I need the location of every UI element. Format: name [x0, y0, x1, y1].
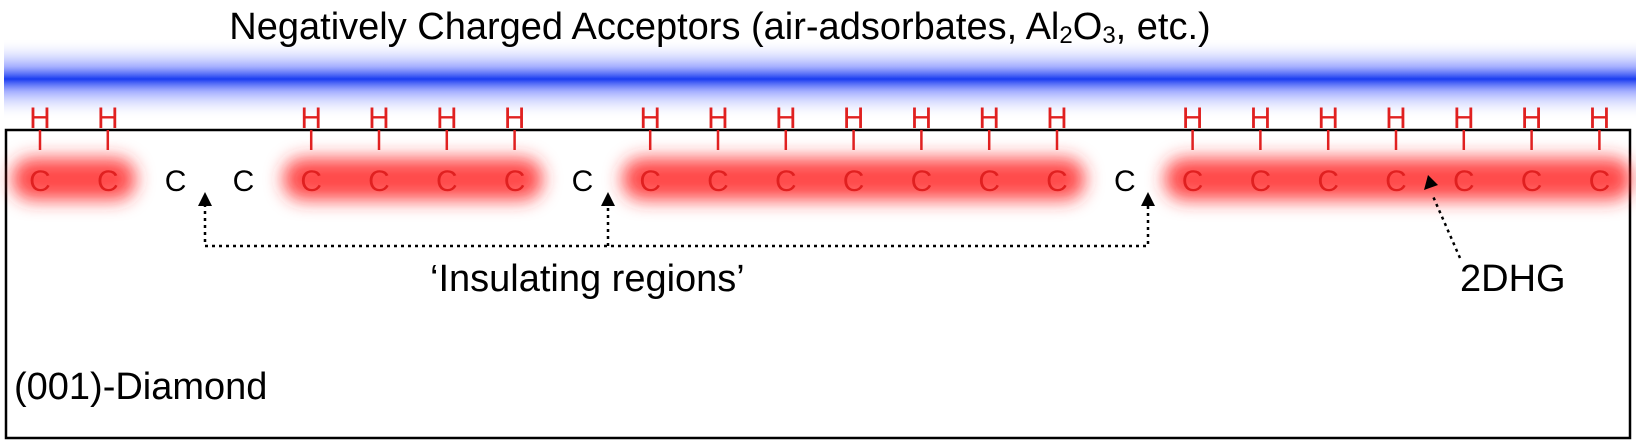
hydrogen-atom: H	[29, 102, 51, 135]
carbon-atom-terminated: C	[97, 165, 119, 198]
carbon-atom-terminated: C	[1182, 165, 1204, 198]
hydrogen-atom: H	[775, 102, 797, 135]
hole-gas-regions	[12, 158, 1632, 200]
carbon-atom-terminated: C	[843, 165, 865, 198]
hydrogen-atom: H	[1182, 102, 1204, 135]
carbon-atom-bare: C	[233, 165, 255, 198]
hydrogen-atom: H	[1385, 102, 1407, 135]
hole-gas-region	[622, 158, 1085, 200]
carbon-atom-terminated: C	[1521, 165, 1543, 198]
carbon-atom-terminated: C	[707, 165, 729, 198]
carbon-atom-terminated: C	[911, 165, 933, 198]
carbon-atom-terminated: C	[1317, 165, 1339, 198]
hole-gas-region	[12, 158, 136, 200]
carbon-atom-terminated: C	[436, 165, 458, 198]
hydrogen-atom: H	[1589, 102, 1611, 135]
carbon-atom-bare: C	[165, 165, 187, 198]
hg-arrowhead	[1424, 175, 1438, 190]
carbon-atom-terminated: C	[775, 165, 797, 198]
carbon-atom-terminated: C	[29, 165, 51, 198]
hydrogen-atom: H	[368, 102, 390, 135]
carbon-atom-terminated: C	[1453, 165, 1475, 198]
substrate-label: (001)-Diamond	[14, 366, 268, 408]
arrowhead-right	[1141, 192, 1155, 206]
carbon-atom-terminated: C	[368, 165, 390, 198]
hydrogen-atom: H	[843, 102, 865, 135]
carbon-atom-terminated: C	[300, 165, 322, 198]
carbon-atom-bare: C	[1114, 165, 1136, 198]
carbon-atom-bare: C	[572, 165, 594, 198]
acceptor-title: Negatively Charged Acceptors (air-adsorb…	[229, 6, 1211, 49]
hydrogen-atom: H	[1521, 102, 1543, 135]
carbon-atom-terminated: C	[978, 165, 1000, 198]
hydrogen-atom: H	[911, 102, 933, 135]
insulating-regions-label: ‘Insulating regions’	[430, 258, 745, 300]
hydrogen-atom: H	[300, 102, 322, 135]
acceptor-layer	[4, 38, 1636, 120]
hydrogen-atom: H	[436, 102, 458, 135]
carbon-atom-terminated: C	[1046, 165, 1068, 198]
arrow-heads	[198, 192, 1155, 206]
hydrogen-atom: H	[978, 102, 1000, 135]
hydrogen-atom: H	[1250, 102, 1272, 135]
carbon-atom-terminated: C	[1250, 165, 1272, 198]
hydrogen-atom: H	[639, 102, 661, 135]
hydrogen-atom: H	[1046, 102, 1068, 135]
hydrogen-atom: H	[1453, 102, 1475, 135]
carbon-atom-terminated: C	[504, 165, 526, 198]
hydrogen-atom: H	[1317, 102, 1339, 135]
diamond-substrate	[4, 128, 1632, 440]
hole-gas-region	[1164, 158, 1632, 200]
insulating-arrows	[203, 204, 1150, 248]
hydrogen-atom: H	[707, 102, 729, 135]
hole-gas-label: 2DHG	[1460, 258, 1566, 300]
hydrogen-atom: H	[504, 102, 526, 135]
carbon-atom-terminated: C	[639, 165, 661, 198]
hg-arrow-line	[1430, 193, 1462, 259]
carbon-atom-terminated: C	[1385, 165, 1407, 198]
arrowhead-middle	[601, 192, 615, 206]
hydrogen-atom: H	[97, 102, 119, 135]
carbon-atom-terminated: C	[1589, 165, 1611, 198]
hole-gas-region	[283, 158, 543, 200]
arrowhead-left	[198, 192, 212, 206]
insulating-bracket	[203, 204, 1150, 248]
